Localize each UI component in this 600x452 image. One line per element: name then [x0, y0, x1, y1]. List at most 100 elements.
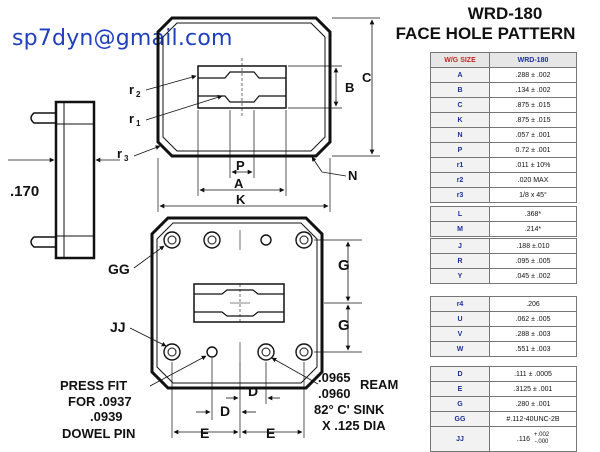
label-B: B — [345, 80, 354, 95]
spec-table-lm: L.368* M.214* — [430, 206, 577, 237]
table-row: E.3125 ± .001 — [430, 381, 577, 397]
table-row: Y.045 ± .002 — [430, 268, 577, 284]
table-row: N.057 ± .001 — [430, 127, 577, 143]
row-key: N — [430, 127, 490, 143]
row-key: r3 — [430, 187, 490, 203]
row-key: Y — [430, 268, 490, 284]
row-value: .111 ± .0005 — [489, 366, 577, 382]
table-row: J.188 ±.010 — [430, 238, 577, 254]
table-row: C.875 ± .015 — [430, 97, 577, 113]
label-r2: r — [129, 82, 134, 97]
label-170: .170 — [10, 183, 39, 200]
table-row: M.214* — [430, 221, 577, 237]
row-value: #.112-40UNC-2B — [489, 411, 577, 427]
label-D-upper: D — [248, 383, 258, 399]
row-key: C — [430, 97, 490, 113]
row-value: 1/8 x 45° — [489, 187, 577, 203]
label-D-lower: D — [220, 403, 230, 419]
csink-note: 82° C' SINK — [314, 402, 385, 417]
label-r1-sub: 1 — [136, 119, 141, 128]
row-value: .280 ± .001 — [489, 396, 577, 412]
row-key: W — [430, 341, 490, 357]
table-row: r4.206 — [430, 296, 577, 312]
label-E-right: E — [266, 425, 275, 441]
table-row: R.095 ± .005 — [430, 253, 577, 269]
table-row: V.288 ± .003 — [430, 326, 577, 342]
row-value: .134 ± .002 — [489, 82, 577, 98]
row-value: .020 MAX — [489, 172, 577, 188]
label-r3-sub: 3 — [124, 154, 129, 163]
label-A: A — [234, 176, 244, 191]
press-fit-line4: DOWEL PIN — [62, 426, 135, 441]
press-fit-line1: PRESS FIT — [60, 378, 127, 393]
top-flange-view — [133, 16, 380, 212]
table-row: W.551 ± .003 — [430, 341, 577, 357]
label-K: K — [236, 192, 246, 207]
row-value: .875 ± .015 — [489, 97, 577, 113]
row-key: GG — [430, 411, 490, 427]
row-key: U — [430, 311, 490, 327]
label-N: N — [348, 168, 357, 183]
row-key: r1 — [430, 157, 490, 173]
table-header-row: W/G SIZE WRD-180 — [430, 52, 577, 68]
table-row: K.875 ± .015 — [430, 112, 577, 128]
row-key: r4 — [430, 296, 490, 312]
row-key: M — [430, 221, 490, 237]
spec-table-uvw: r4.206 U.062 ± .005 V.288 ± .003 W.551 ±… — [430, 296, 577, 357]
spec-table-degg: D.111 ± .0005 E.3125 ± .001 G.280 ± .001… — [430, 366, 577, 452]
table-row: GG#.112-40UNC-2B — [430, 411, 577, 427]
row-value: .368* — [489, 206, 577, 222]
row-key: L — [430, 206, 490, 222]
jj-tol-plus: +.002 — [533, 432, 550, 438]
row-value: .288 ± .002 — [489, 67, 577, 83]
side-view — [8, 100, 120, 260]
label-C: C — [362, 70, 372, 85]
label-P: P — [236, 158, 245, 173]
table-row: L.368* — [430, 206, 577, 222]
row-key: B — [430, 82, 490, 98]
table-header-size: W/G SIZE — [430, 52, 490, 68]
label-r3: r — [117, 146, 122, 161]
row-value: .3125 ± .001 — [489, 381, 577, 397]
row-value: .214* — [489, 221, 577, 237]
table-row: JJ .116 +.002 -.000 — [430, 426, 577, 452]
spec-table-main: W/G SIZE WRD-180 A.288 ± .002 B.134 ± .0… — [430, 52, 577, 203]
table-row: B.134 ± .002 — [430, 82, 577, 98]
row-value: .188 ±.010 — [489, 238, 577, 254]
label-JJ: JJ — [110, 319, 126, 335]
drawing-title: WRD-180 — [467, 4, 543, 23]
ream-value2: .0960 — [318, 386, 351, 401]
row-value: .206 — [489, 296, 577, 312]
drawing-subtitle: FACE HOLE PATTERN — [395, 24, 576, 43]
label-G-bottom: G — [338, 317, 350, 334]
row-key: V — [430, 326, 490, 342]
jj-value: .116 — [516, 435, 530, 443]
label-r1: r — [129, 111, 134, 126]
row-key: A — [430, 67, 490, 83]
row-key: R — [430, 253, 490, 269]
spec-table-jry: J.188 ±.010 R.095 ± .005 Y.045 ± .002 — [430, 238, 577, 284]
email-address: sp7dyn@gmail.com — [12, 26, 233, 51]
row-value: 0.72 ± .001 — [489, 142, 577, 158]
row-key: r2 — [430, 172, 490, 188]
row-value: .116 +.002 -.000 — [489, 426, 577, 452]
ream-word: REAM — [360, 377, 398, 392]
row-key: D — [430, 366, 490, 382]
row-value: .057 ± .001 — [489, 127, 577, 143]
label-E-left: E — [200, 425, 209, 441]
row-value: .095 ± .005 — [489, 253, 577, 269]
label-GG: GG — [108, 261, 130, 277]
dia-note: X .125 DIA — [322, 418, 386, 433]
row-value: .551 ± .003 — [489, 341, 577, 357]
row-key: E — [430, 381, 490, 397]
row-value: .288 ± .003 — [489, 326, 577, 342]
table-header-model: WRD-180 — [489, 52, 577, 68]
label-G-top: G — [338, 257, 350, 274]
row-value: .011 ± 10% — [489, 157, 577, 173]
row-key: P — [430, 142, 490, 158]
label-r2-sub: 2 — [136, 90, 141, 99]
table-row: G.280 ± .001 — [430, 396, 577, 412]
jj-tolerance: +.002 -.000 — [534, 432, 549, 446]
row-key: JJ — [430, 426, 490, 452]
